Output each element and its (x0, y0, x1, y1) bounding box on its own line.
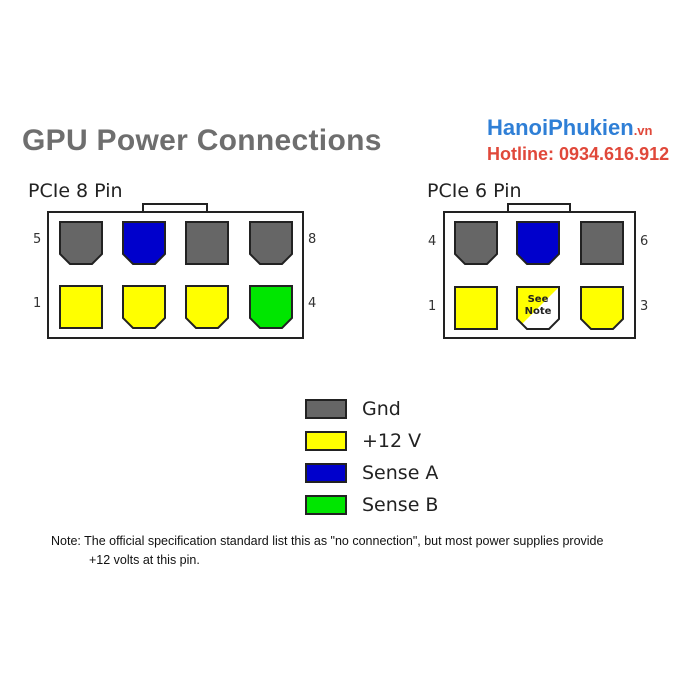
footnote-line-1: Note: The official specification standar… (51, 534, 604, 548)
connector-label-8pin: PCIe 8 Pin (28, 180, 123, 202)
brand-name: HanoiPhukien.vn (487, 115, 653, 140)
pin-sense-a (516, 221, 560, 265)
legend-swatch (305, 431, 347, 451)
legend-item: Sense B (305, 489, 438, 521)
connector-label-6pin: PCIe 6 Pin (427, 180, 522, 202)
pin-number: 8 (308, 232, 317, 247)
brand-logo: HanoiPhukien.vn Hotline: 0934.616.912 (487, 116, 699, 165)
pin-number: 5 (33, 232, 42, 247)
legend-label: Sense B (362, 494, 439, 516)
pin-v12 (59, 285, 103, 329)
footnote: Note: The official specification standar… (51, 532, 603, 570)
legend: Gnd +12 V Sense A Sense B (305, 393, 438, 521)
see-note-text: Note (525, 306, 552, 317)
legend-swatch (305, 463, 347, 483)
legend-label: Sense A (362, 462, 439, 484)
pin-gnd (454, 221, 498, 265)
legend-swatch (305, 399, 347, 419)
see-note-text: See (528, 294, 549, 305)
pin-v12 (580, 286, 624, 330)
pin-number: 6 (640, 234, 649, 249)
pin-v12 (185, 285, 229, 329)
pin-number: 1 (428, 299, 437, 314)
pin-number: 4 (428, 234, 437, 249)
pin-number: 1 (33, 296, 42, 311)
pin-v12 (122, 285, 166, 329)
pin-number: 3 (640, 299, 649, 314)
legend-item: Gnd (305, 393, 438, 425)
pin-gnd (185, 221, 229, 265)
footnote-line-2: +12 volts at this pin. (89, 553, 200, 567)
pin-gnd (59, 221, 103, 265)
pin-gnd (580, 221, 624, 265)
legend-swatch (305, 495, 347, 515)
brand-hotline: Hotline: 0934.616.912 (487, 144, 670, 164)
pin-number: 4 (308, 296, 317, 311)
connector-latch-8pin (142, 203, 208, 213)
pin-sense-b (249, 285, 293, 329)
legend-label: Gnd (362, 398, 401, 420)
page-title: GPU Power Connections (22, 124, 382, 157)
legend-item: +12 V (305, 425, 438, 457)
connector-latch-6pin (507, 203, 571, 213)
pin-v12 (454, 286, 498, 330)
legend-item: Sense A (305, 457, 438, 489)
legend-label: +12 V (362, 430, 422, 452)
pin-gnd (249, 221, 293, 265)
pin-sense-a (122, 221, 166, 265)
